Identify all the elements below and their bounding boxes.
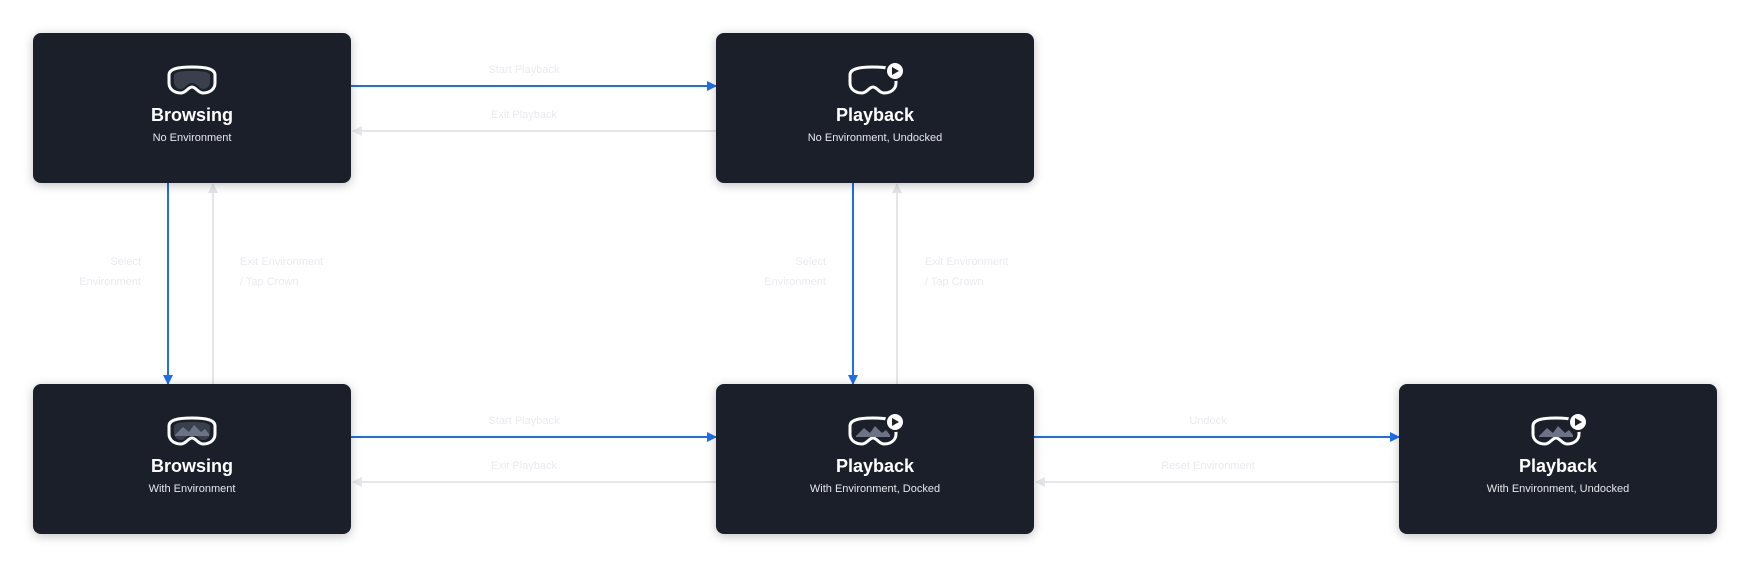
label-select-env-left-1: Select	[110, 256, 141, 268]
label-start-playback-bottom: Start Playback	[488, 415, 560, 427]
node-playback-with-environment-docked: Playback With Environment, Docked	[716, 384, 1034, 534]
label-exit-playback-bottom: Exit Playback	[490, 460, 558, 472]
node-browsing-no-environment: Browsing No Environment	[33, 33, 351, 183]
node-playback-no-environment-undocked: Playback No Environment, Undocked	[716, 33, 1034, 183]
node-playback-with-environment-undocked: Playback With Environment, Undocked	[1399, 384, 1717, 534]
node-subtitle: With Environment	[148, 483, 236, 495]
node-title: Playback	[835, 105, 915, 125]
label-select-env-left-2: Environment	[79, 276, 141, 288]
node-subtitle: With Environment, Docked	[809, 483, 941, 495]
label-exit-env-left-2: / Tap Crown	[240, 276, 299, 288]
vision-headset-environment-icon	[167, 416, 217, 446]
node-title: Browsing	[150, 456, 233, 476]
label-select-env-mid-2: Environment	[764, 276, 826, 288]
label-exit-playback-top: Exit Playback	[490, 109, 558, 121]
vision-headset-icon	[167, 65, 217, 95]
vision-headset-environment-play-icon	[848, 412, 905, 446]
label-exit-env-mid-2: / Tap Crown	[925, 276, 984, 288]
label-undock: Undock	[1189, 415, 1227, 427]
label-select-env-mid-1: Select	[795, 256, 826, 268]
node-browsing-with-environment: Browsing With Environment	[33, 384, 351, 534]
label-start-playback-top: Start Playback	[488, 64, 560, 76]
vision-headset-environment-play-icon	[1531, 412, 1588, 446]
vision-headset-play-icon	[848, 61, 905, 95]
label-exit-env-left-1: Exit Environment	[240, 256, 324, 268]
label-reset-env: Reset Environment	[1161, 460, 1255, 472]
node-title: Browsing	[150, 105, 233, 125]
label-exit-env-mid-1: Exit Environment	[925, 256, 1009, 268]
node-subtitle: No Environment, Undocked	[807, 132, 943, 144]
node-title: Playback	[835, 456, 915, 476]
node-subtitle: No Environment	[152, 132, 232, 144]
node-subtitle: With Environment, Undocked	[1486, 483, 1630, 495]
node-title: Playback	[1518, 456, 1598, 476]
